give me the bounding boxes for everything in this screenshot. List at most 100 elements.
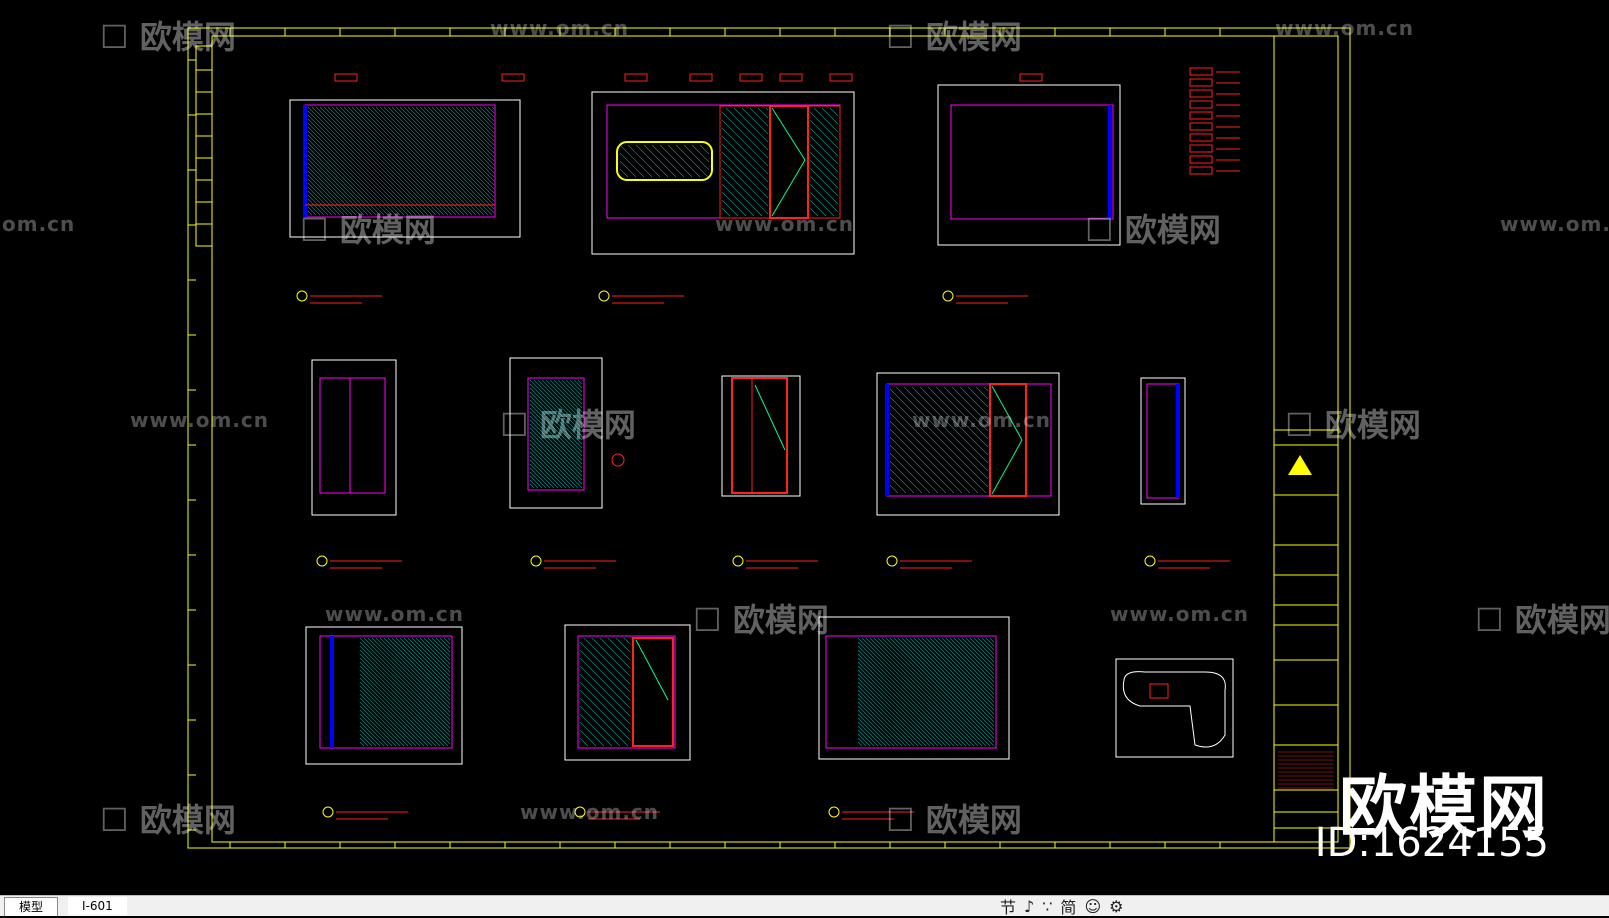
hatch-line xyxy=(721,175,763,217)
hatch-line xyxy=(917,637,995,715)
hatch-line xyxy=(359,709,397,747)
hatch-line xyxy=(387,637,451,701)
simplified-icon[interactable]: 简 xyxy=(1060,898,1077,917)
hatch-line xyxy=(529,455,563,489)
legend-swatch xyxy=(1189,89,1213,98)
hatch-line xyxy=(529,419,583,473)
hatch-line xyxy=(395,106,495,206)
settings-icon[interactable]: ⚙ xyxy=(1109,896,1124,916)
elevation-1-hatch xyxy=(307,106,495,216)
callout-tag xyxy=(829,73,853,82)
key-plan-frame xyxy=(1115,658,1234,758)
elevation-4-wall xyxy=(319,377,386,494)
hatch-line xyxy=(359,737,369,747)
hatch-line xyxy=(721,119,769,167)
hatch-line xyxy=(901,637,995,731)
hatch-line xyxy=(529,391,583,445)
callout-tag xyxy=(779,73,803,82)
hatch-line xyxy=(809,191,835,217)
elevation-5-section-marker xyxy=(611,453,625,467)
hatch-line xyxy=(553,379,583,409)
hatch-line xyxy=(529,383,583,437)
hatch-line xyxy=(927,386,989,448)
hatch-line xyxy=(733,107,769,143)
brand-watermark: 欧模网 xyxy=(1338,769,1549,848)
hatch-line xyxy=(307,190,333,216)
hatch-line xyxy=(643,144,677,178)
hatch-line xyxy=(375,637,451,713)
hatch-line xyxy=(857,741,863,747)
hatch-line xyxy=(619,144,653,178)
hatch-line xyxy=(319,106,429,216)
elevation-6-title-number xyxy=(732,555,744,567)
brand-id-watermark: ID:1624155 xyxy=(1314,820,1549,866)
url-watermark: www.om.cn xyxy=(1275,16,1415,40)
hatch-line xyxy=(857,673,931,747)
hatch-line xyxy=(965,637,995,667)
music-note-icon[interactable]: ♪ xyxy=(1024,896,1035,916)
elevation-7-frame xyxy=(876,372,1060,516)
hatch-line xyxy=(889,436,947,494)
hatch-line xyxy=(857,697,907,747)
hatch-line xyxy=(865,637,975,747)
hatch-line xyxy=(691,144,710,163)
elevation-8-wall xyxy=(1146,383,1180,499)
hatch-line xyxy=(359,689,417,747)
elevation-2-door xyxy=(769,105,809,219)
emoji-icon[interactable]: ☺ xyxy=(1084,896,1102,916)
hatch-line xyxy=(419,106,495,182)
hatch-line xyxy=(857,665,939,747)
hatch-line xyxy=(889,452,931,494)
hatch-line xyxy=(889,468,915,494)
hatch-line xyxy=(307,210,313,216)
elevation-2-panel-b xyxy=(807,105,841,219)
hatch-line xyxy=(557,379,583,405)
elevation-6-door xyxy=(731,377,788,494)
elevation-3-wall xyxy=(950,104,1114,220)
hatch-line xyxy=(359,649,451,741)
elevation-4-frame xyxy=(311,359,397,516)
cad-drawing-canvas[interactable] xyxy=(0,0,1609,895)
hatch-line xyxy=(375,106,485,216)
hatch-line xyxy=(529,463,555,489)
elevation-3-title-number xyxy=(942,290,954,302)
hatch-line xyxy=(857,653,951,747)
hatch-line xyxy=(889,388,989,488)
hatch-line xyxy=(857,733,871,747)
tab-model[interactable]: 模型 xyxy=(4,897,59,916)
hatch-line xyxy=(579,713,613,747)
hatch-line xyxy=(359,665,441,747)
hatch-line xyxy=(379,637,451,709)
hatch-line xyxy=(889,428,955,494)
hatch-line xyxy=(627,144,661,178)
hatch-line xyxy=(411,637,451,677)
hatch-line xyxy=(989,637,995,643)
hatch-line xyxy=(651,144,685,178)
hatch-line xyxy=(857,637,967,747)
hatch-line xyxy=(809,135,839,165)
hatch-line xyxy=(529,447,571,489)
hatch-line xyxy=(721,191,747,217)
hatch-line xyxy=(579,657,631,709)
hatch-line xyxy=(307,110,413,216)
hatch-line xyxy=(921,637,995,711)
hatch-line xyxy=(721,127,769,175)
elevation-10-title-number xyxy=(574,806,586,818)
hatch-line xyxy=(579,649,631,701)
hatch-line xyxy=(857,649,955,747)
hatch-line xyxy=(577,379,583,385)
hatch-line xyxy=(893,637,995,739)
hatch-line xyxy=(411,106,495,190)
hatch-line xyxy=(391,637,451,697)
dots-icon[interactable]: ∵ xyxy=(1042,896,1053,916)
callout-tag xyxy=(739,73,763,82)
legend-swatch xyxy=(1189,122,1213,131)
hatch-line xyxy=(447,637,451,641)
tab-layout-i601[interactable]: I-601 xyxy=(68,897,127,915)
hatch-line xyxy=(583,637,631,685)
hatch-line xyxy=(905,637,995,727)
hatch-line xyxy=(889,412,971,494)
hatch-line xyxy=(809,175,839,205)
annotation-icon[interactable]: 节 xyxy=(1000,898,1017,917)
hatch-line xyxy=(359,681,425,747)
